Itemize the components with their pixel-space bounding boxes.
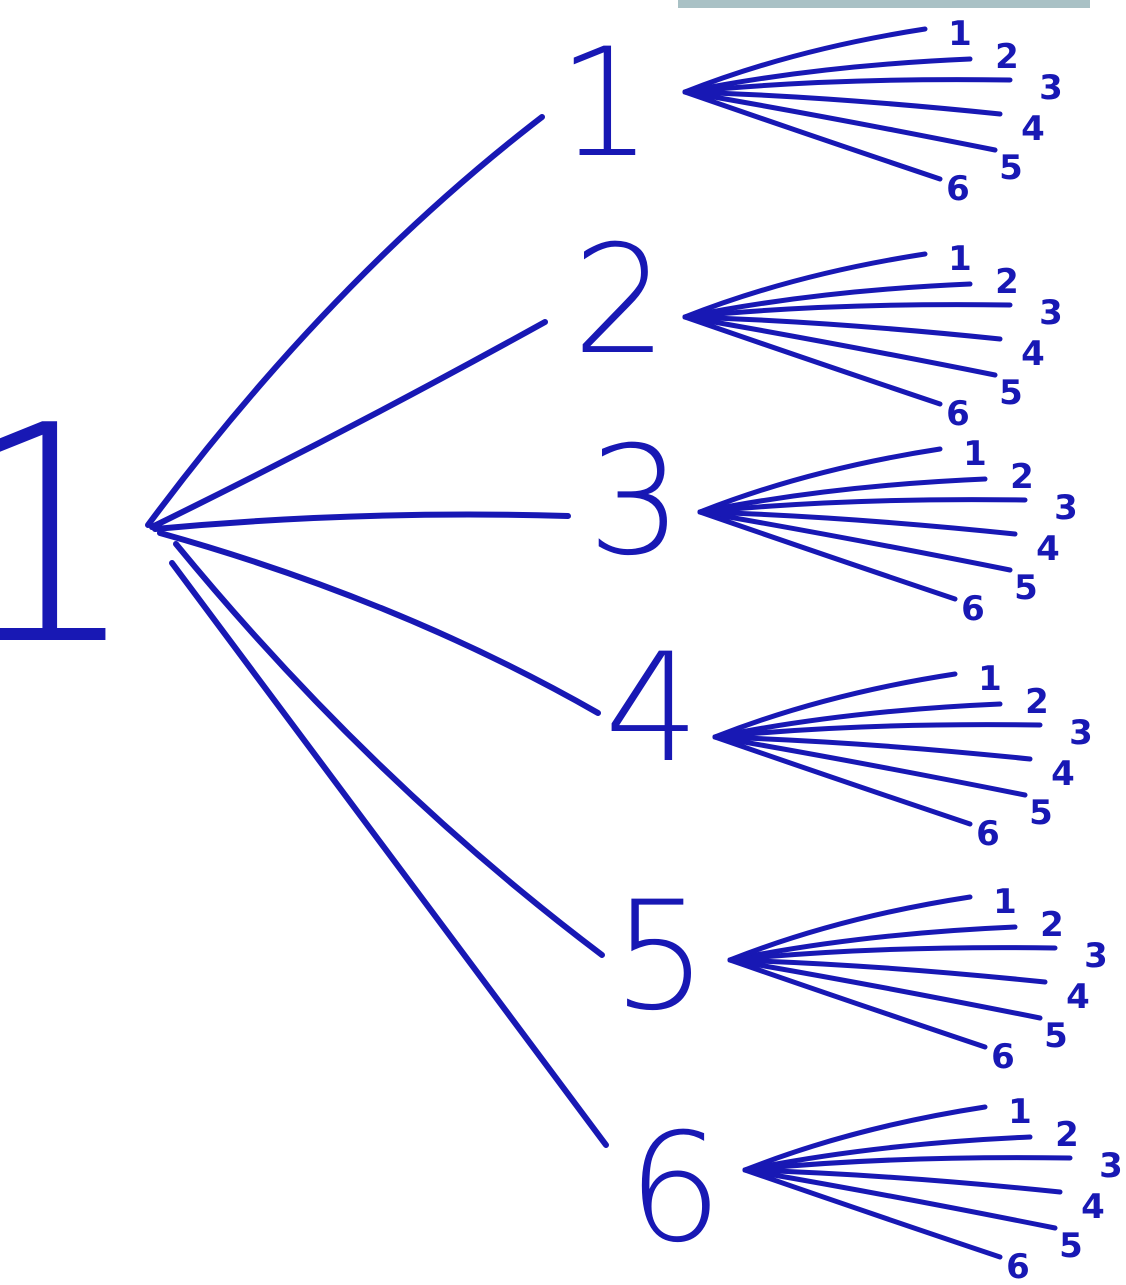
leaf-branch-4-6 xyxy=(712,734,973,827)
leaf-label-2-6: 6 xyxy=(946,394,970,434)
leaf-branch-5-2 xyxy=(727,924,1018,963)
root-branch-6 xyxy=(169,560,609,1148)
child-node-label-4: 4 xyxy=(604,622,699,796)
leaf-label-6-1: 1 xyxy=(1008,1092,1032,1132)
leaf-branch-2-6 xyxy=(682,314,943,407)
leaf-label-4-2: 2 xyxy=(1025,682,1049,722)
leaf-label-3-5: 5 xyxy=(1014,568,1038,608)
leaf-branch-3-4 xyxy=(697,509,1018,537)
child-node-label-2: 2 xyxy=(572,214,667,388)
root-node-label: 1 xyxy=(0,362,140,711)
leaf-label-2-5: 5 xyxy=(999,373,1023,413)
leaf-label-3-4: 4 xyxy=(1036,529,1060,569)
leaf-label-6-4: 4 xyxy=(1081,1187,1105,1227)
leaf-branch-3-6 xyxy=(697,509,958,602)
root-branch-5 xyxy=(173,541,605,958)
leaf-label-3-6: 6 xyxy=(961,589,985,629)
leaf-branch-5-5 xyxy=(727,957,1043,1021)
leaf-branch-6-5 xyxy=(742,1167,1058,1231)
root-branch-1 xyxy=(145,114,545,528)
leaf-label-5-4: 4 xyxy=(1066,977,1090,1017)
leaf-label-5-6: 6 xyxy=(991,1037,1015,1077)
leaf-branch-6-3 xyxy=(742,1155,1073,1173)
leaf-label-2-4: 4 xyxy=(1021,334,1045,374)
leaf-label-5-2: 2 xyxy=(1040,905,1064,945)
leaf-label-1-2: 2 xyxy=(995,37,1019,77)
child-node-label-3: 3 xyxy=(587,415,682,589)
leaf-branch-1-6 xyxy=(682,89,943,182)
branches-layer xyxy=(145,26,1073,1260)
leaf-branch-6-2 xyxy=(742,1134,1033,1173)
leaf-label-1-5: 5 xyxy=(999,148,1023,188)
leaf-branch-2-4 xyxy=(682,314,1003,342)
leaf-label-6-2: 2 xyxy=(1055,1115,1079,1155)
leaf-label-2-1: 1 xyxy=(948,239,972,279)
leaf-label-3-1: 1 xyxy=(963,434,987,474)
leaf-label-1-4: 4 xyxy=(1021,109,1045,149)
leaf-branch-2-3 xyxy=(682,302,1013,320)
leaf-branch-1-1 xyxy=(682,26,928,95)
leaf-branch-3-1 xyxy=(697,446,943,515)
top-bar xyxy=(678,0,1090,8)
leaf-branch-4-1 xyxy=(712,671,958,740)
leaf-branch-4-5 xyxy=(712,734,1028,798)
leaf-branch-1-4 xyxy=(682,89,1003,117)
leaf-branch-3-5 xyxy=(697,509,1013,573)
leaf-branch-5-4 xyxy=(727,957,1048,985)
leaf-label-5-5: 5 xyxy=(1044,1016,1068,1056)
leaf-label-1-6: 6 xyxy=(946,169,970,209)
leaf-label-6-5: 5 xyxy=(1059,1226,1083,1266)
leaf-label-5-1: 1 xyxy=(993,882,1017,922)
leaf-label-4-1: 1 xyxy=(978,659,1002,699)
leaf-label-2-2: 2 xyxy=(995,262,1019,302)
leaf-label-2-3: 3 xyxy=(1039,293,1063,333)
leaf-branch-4-2 xyxy=(712,701,1003,740)
root-branch-4 xyxy=(157,530,601,716)
leaf-branch-2-1 xyxy=(682,251,928,320)
leaf-branch-3-2 xyxy=(697,476,988,515)
leaf-label-4-6: 6 xyxy=(976,814,1000,854)
leaf-branch-6-4 xyxy=(742,1167,1063,1195)
leaf-branch-1-2 xyxy=(682,56,973,95)
leaf-branch-6-1 xyxy=(742,1104,988,1173)
leaf-branch-2-5 xyxy=(682,314,998,378)
leaf-label-1-3: 3 xyxy=(1039,68,1063,108)
leaf-label-3-3: 3 xyxy=(1054,488,1078,528)
leaf-branch-3-3 xyxy=(697,497,1028,515)
root-branch-3 xyxy=(152,511,571,532)
leaf-branch-2-2 xyxy=(682,281,973,320)
leaf-label-3-2: 2 xyxy=(1010,457,1034,497)
leaf-label-4-4: 4 xyxy=(1051,754,1075,794)
leaf-label-5-3: 3 xyxy=(1084,936,1108,976)
leaf-branch-5-1 xyxy=(727,894,973,963)
leaf-label-6-6: 6 xyxy=(1006,1247,1030,1285)
child-node-label-1: 1 xyxy=(557,17,652,191)
leaf-label-4-3: 3 xyxy=(1069,713,1093,753)
leaf-branch-5-3 xyxy=(727,945,1058,963)
leaf-branch-6-6 xyxy=(742,1167,1003,1260)
leaf-branch-4-3 xyxy=(712,722,1043,740)
leaf-label-1-1: 1 xyxy=(948,14,972,54)
leaf-label-6-3: 3 xyxy=(1099,1146,1123,1186)
child-node-label-5: 5 xyxy=(612,870,707,1044)
leaf-branch-1-3 xyxy=(682,77,1013,95)
leaf-branch-5-6 xyxy=(727,957,988,1050)
leaf-branch-1-5 xyxy=(682,89,998,153)
leaf-branch-4-4 xyxy=(712,734,1033,762)
leaf-label-4-5: 5 xyxy=(1029,793,1053,833)
child-node-label-6: 6 xyxy=(627,1102,722,1276)
root-branch-2 xyxy=(149,319,548,530)
